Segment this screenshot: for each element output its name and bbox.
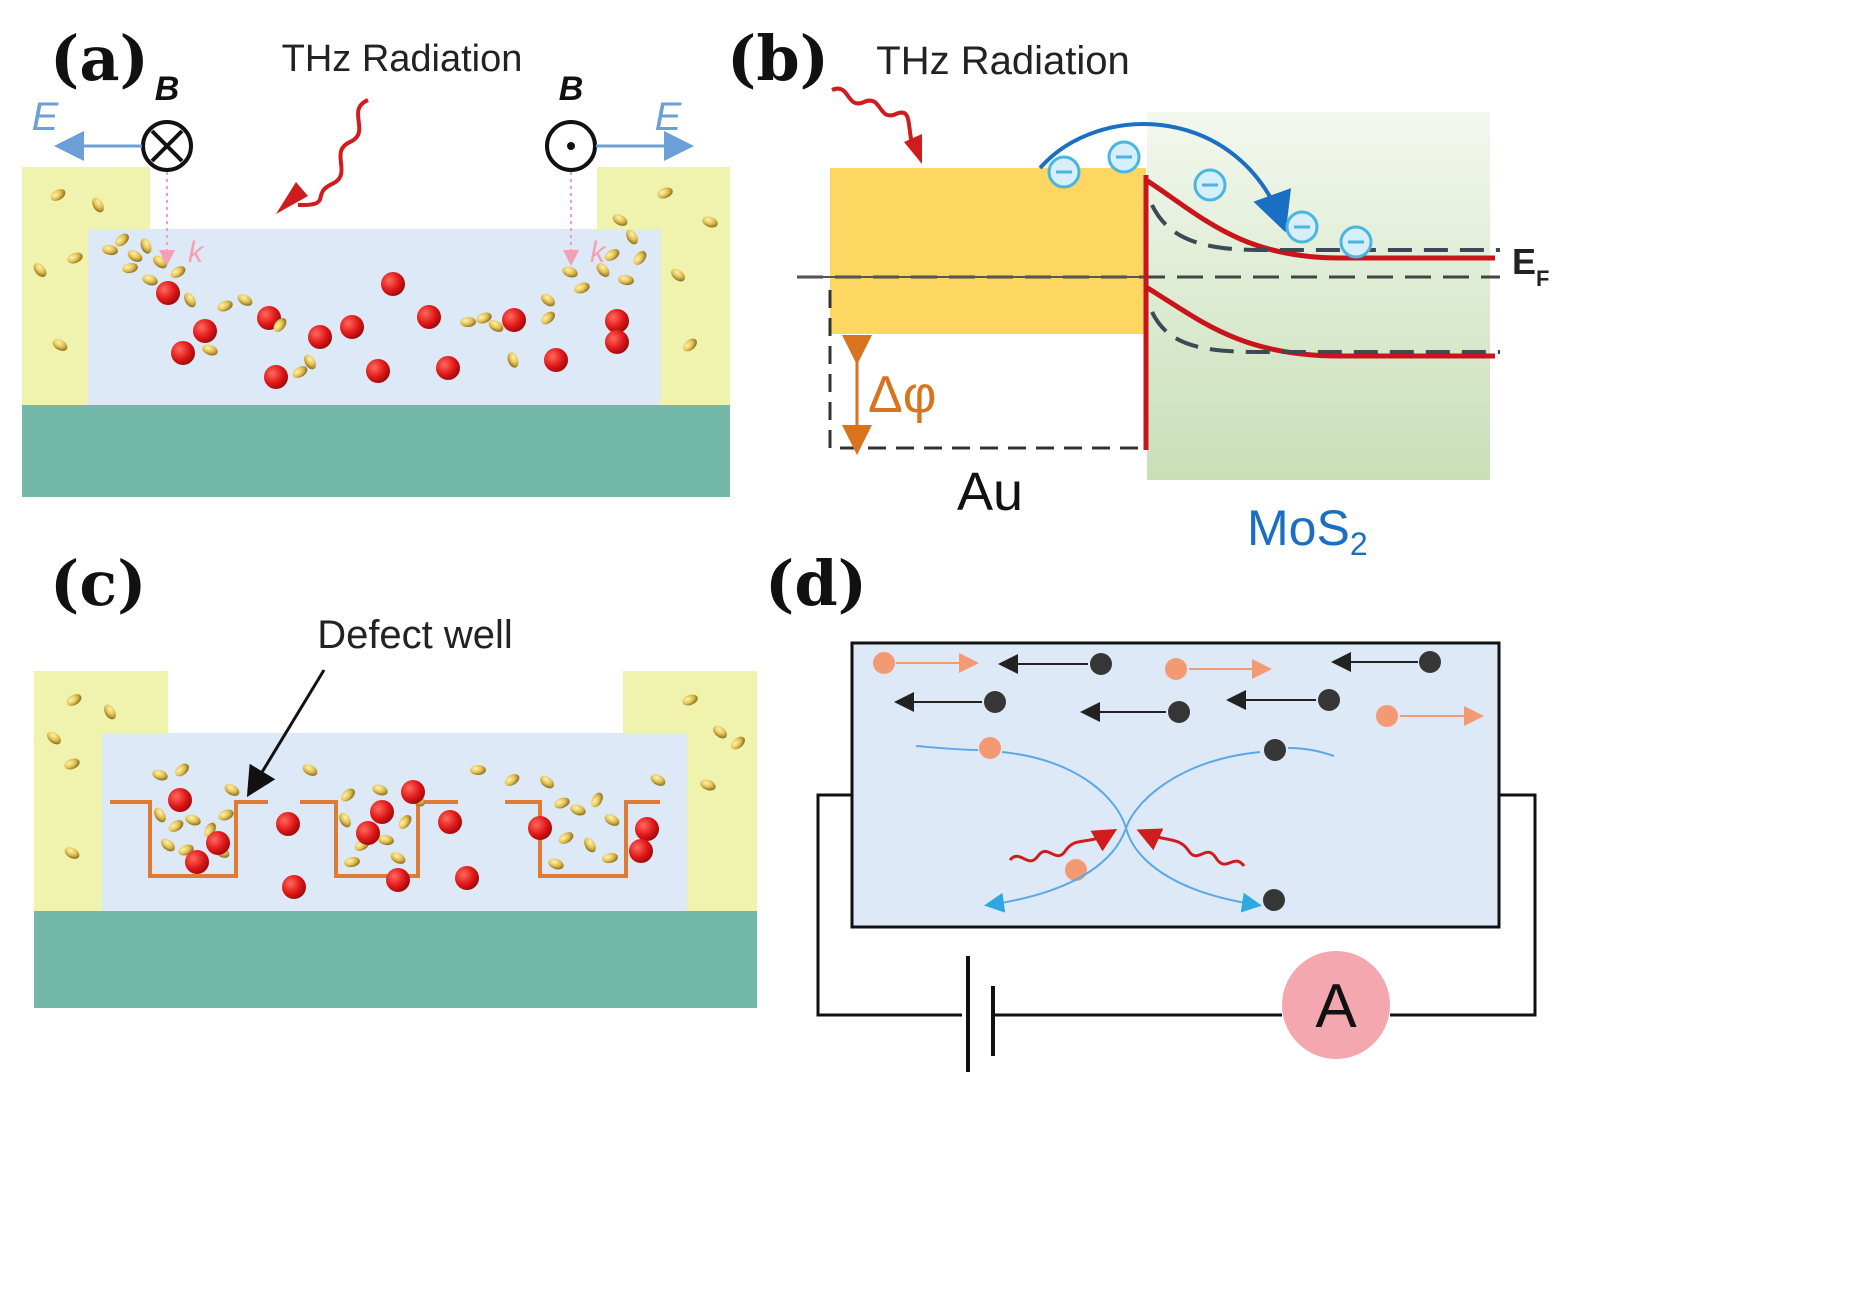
thz-arrowhead-b — [904, 134, 922, 164]
b-into-page-icon — [141, 120, 193, 172]
ammeter — [1282, 951, 1390, 1059]
red-particles-c — [168, 780, 659, 899]
panel-label-b: (b) — [727, 22, 829, 95]
e-label-left: E — [32, 95, 60, 139]
circuit-wire — [816, 793, 1537, 1017]
ammeter-label: A — [1315, 972, 1357, 1041]
scattering-paths — [915, 745, 1335, 913]
gold-particles-c — [47, 694, 745, 870]
b-label-right: B — [559, 70, 584, 108]
defect-pointer-arrow — [246, 669, 326, 798]
conduction-band — [1144, 177, 1495, 261]
delta-phi-label: Δφ — [868, 366, 936, 424]
thz-arrowhead-a — [276, 182, 308, 214]
valence-band — [1144, 284, 1495, 359]
au-label: Au — [957, 462, 1023, 522]
thz-wave-d-left — [1008, 828, 1118, 863]
panel-label-a: (a) — [50, 22, 149, 95]
k-label-right: k — [590, 236, 607, 269]
electron-minus-signs — [1056, 155, 1364, 244]
defect-well-3 — [505, 800, 660, 878]
panel-d: A — [765, 547, 1537, 1072]
panel-c: Defect well (c) — [34, 547, 757, 1008]
thz-wave-d-right — [1136, 828, 1246, 868]
panel-label-c: (c) — [50, 547, 146, 620]
hole-drift-arrows — [896, 653, 1484, 726]
k-label-left: k — [188, 236, 205, 269]
valence-band-dashed — [1150, 311, 1500, 354]
substrate-a — [22, 405, 730, 497]
defect-well-label: Defect well — [317, 613, 513, 657]
mos2-label: MoS2 — [1247, 500, 1368, 562]
au-bar — [830, 168, 1146, 334]
gold-particles-a — [33, 187, 718, 378]
red-particles-a — [156, 272, 629, 389]
panel-a: B B E E k k THz Radiation (a) — [22, 22, 730, 497]
holes — [873, 652, 1398, 881]
substrate-c — [34, 911, 757, 1008]
mos2-region — [1147, 112, 1490, 480]
work-function-box — [828, 290, 1146, 450]
thz-label-a: THz Radiation — [282, 38, 523, 80]
e-label-right: E — [655, 95, 683, 139]
electron-transfer-arrow — [1038, 122, 1291, 233]
thz-wave-a — [297, 98, 369, 208]
defect-well-1 — [110, 800, 268, 878]
fermi-label-sub: F — [1536, 266, 1549, 291]
fermi-label-main: E — [1512, 241, 1536, 282]
electron-drift-arrows — [894, 652, 1418, 722]
conduction-band-dashed — [1150, 204, 1500, 252]
panel-b: Δφ EF Au MoS2 THz Radiation (b) — [727, 22, 1549, 562]
fermi-label: EF — [1512, 241, 1549, 291]
mos2-label-main: MoS — [1247, 500, 1350, 556]
b-out-of-page-icon — [545, 120, 597, 172]
electrons-d — [984, 651, 1441, 911]
thz-label-b: THz Radiation — [876, 39, 1129, 83]
panel-label-d: (d) — [765, 547, 867, 620]
thz-wave-b — [831, 86, 916, 149]
mos2-label-sub: 2 — [1350, 526, 1368, 562]
b-label-left: B — [155, 70, 180, 108]
channel-d — [850, 641, 1501, 929]
